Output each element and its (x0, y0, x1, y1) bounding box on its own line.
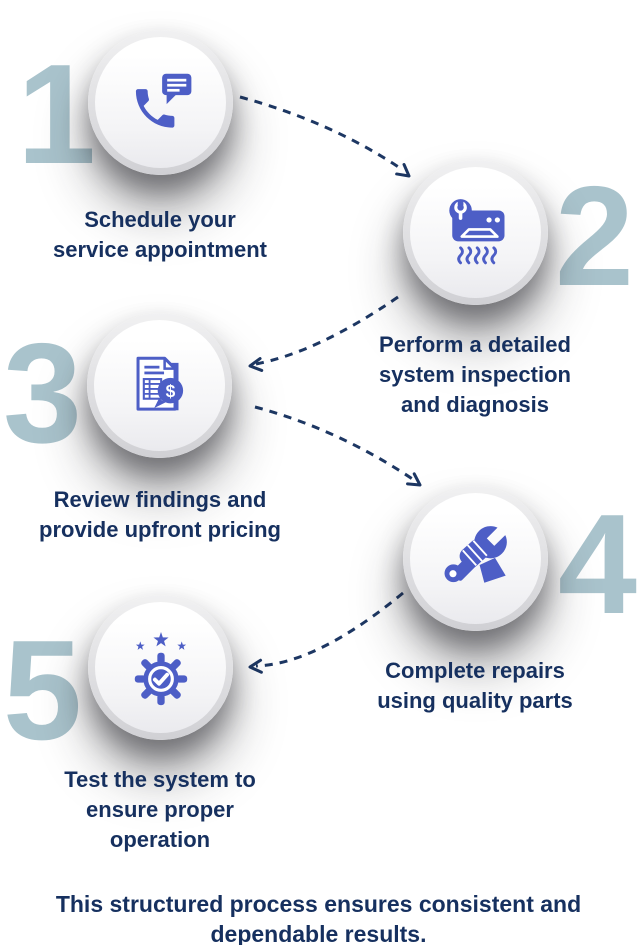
hand-wrench-icon (438, 521, 514, 597)
invoice-dollar-icon: $ (123, 349, 197, 423)
step-1-number: 1 (17, 35, 96, 194)
footer-summary-text: This structured process ensures consiste… (55, 891, 582, 945)
step-1-circle-inner (95, 37, 226, 168)
arrowhead-3-4-icon (406, 472, 422, 487)
step-4-circle-inner (410, 493, 541, 624)
step-5-label: Test the system to ensure proper operati… (64, 767, 256, 852)
step-3-number: 3 (3, 314, 82, 473)
step-4-label: Complete repairs using quality parts (377, 658, 573, 713)
step-5-number: 5 (3, 611, 82, 770)
connector-1-2 (239, 95, 404, 172)
step-4-circle (403, 486, 548, 631)
gear-check-icon (122, 629, 200, 707)
arrowhead-1-2-icon (395, 162, 411, 178)
step-2-circle (403, 160, 548, 305)
step-3-circle-inner: $ (94, 320, 225, 451)
step-5-circle-inner (95, 602, 226, 733)
svg-text:$: $ (165, 380, 175, 400)
step-4-number: 4 (558, 485, 637, 644)
step-2-number: 2 (555, 157, 634, 316)
arrowhead-4-5-icon (248, 658, 263, 674)
step-2-label: Perform a detailed system inspection and… (379, 332, 571, 417)
step-5-circle (88, 595, 233, 740)
step-2-circle-inner (410, 167, 541, 298)
step-1-label: Schedule your service appointment (53, 207, 267, 262)
phone-chat-icon (125, 67, 197, 139)
step-1-circle (88, 30, 233, 175)
arrowhead-2-3-icon (248, 357, 264, 372)
ac-unit-wrench-icon (438, 195, 514, 271)
step-3-circle: $ (87, 313, 232, 458)
step-3-label: Review findings and provide upfront pric… (39, 487, 281, 542)
